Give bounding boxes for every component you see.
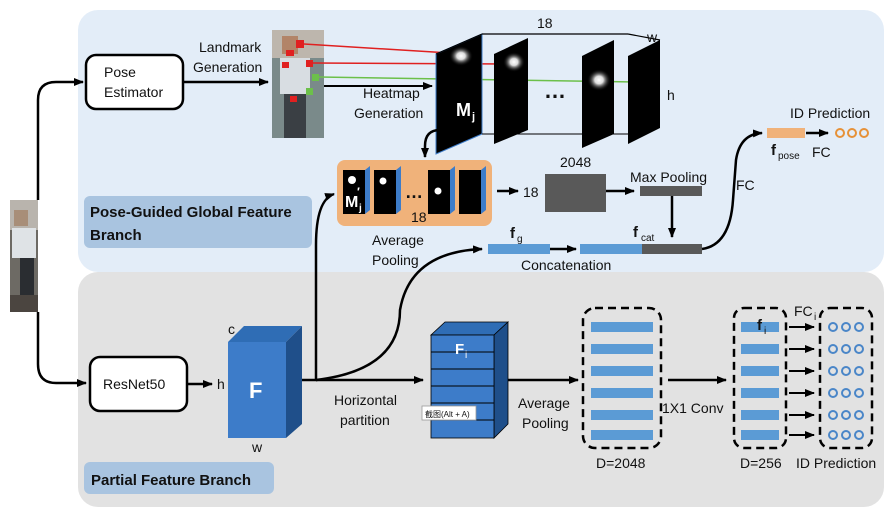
landmark-person-image <box>272 30 324 138</box>
avg-pool-bottom-1: Average <box>518 395 570 411</box>
partitioned-feature-stack <box>429 321 510 439</box>
global-branch-label-1: Pose-Guided Global Feature <box>90 204 292 221</box>
pose-estimator-label-2: Estimator <box>104 84 163 100</box>
landmark-label-1: Landmark <box>199 39 262 55</box>
fi-small-symbol: f <box>757 317 763 334</box>
fpose-sub: pose <box>778 151 800 162</box>
id-prediction-bottom: ID Prediction <box>796 455 876 471</box>
concatenation-label: Concatenation <box>521 257 611 273</box>
global-branch-label-box <box>84 196 312 248</box>
input-to-pose-arrow <box>36 78 84 200</box>
fci-arrows <box>789 323 815 439</box>
fc-after-pose: FC <box>812 144 831 160</box>
input-to-resnet-arrow <box>36 312 87 387</box>
d2048-label: D=2048 <box>596 455 646 471</box>
pooled-ellipsis: … <box>405 182 423 202</box>
pose-estimator-label-1: Pose <box>104 64 136 80</box>
tooltip-text: 截图(Alt + A) <box>425 409 470 419</box>
landmark-label-2: Generation <box>193 59 262 75</box>
vector-18: 18 <box>523 184 539 200</box>
global-branch-label-2: Branch <box>90 227 142 244</box>
fg-symbol: f <box>510 225 516 242</box>
fci-sub: i <box>814 312 816 323</box>
dim-h: h <box>217 376 225 392</box>
avg-pool-top-2: Pooling <box>372 252 419 268</box>
dim-w: w <box>251 439 263 455</box>
fi-sub: i <box>465 350 467 361</box>
d2048-group <box>581 306 663 450</box>
avg-pool-bottom-2: Pooling <box>522 415 569 431</box>
fcat-bar-dark <box>642 244 702 254</box>
fpose-symbol: f <box>771 142 777 159</box>
heatmap-sub: j <box>471 111 475 123</box>
d256-bars <box>741 322 779 440</box>
max-pooling-label: Max Pooling <box>630 169 707 185</box>
heatmap-count: 18 <box>537 15 553 31</box>
pooled-sub: j <box>358 203 362 214</box>
input-person-image <box>10 200 38 312</box>
fg-sub: g <box>517 234 523 245</box>
heatmap-stack <box>435 33 661 155</box>
fcat-symbol: f <box>633 224 639 241</box>
d256-label: D=256 <box>740 455 782 471</box>
id-prediction-circles <box>828 322 864 440</box>
horizontal-partition-1: Horizontal <box>334 392 397 408</box>
fci-label: FC <box>794 303 813 319</box>
pooled-count: 18 <box>411 209 427 225</box>
fc-label: FC <box>736 177 755 193</box>
heatmap-gen-label-2: Generation <box>354 105 423 121</box>
max-pool-bar <box>640 186 702 196</box>
screenshot-tooltip <box>421 405 477 421</box>
dim-2048: 2048 <box>560 154 591 170</box>
fcat-sub: cat <box>641 233 655 244</box>
fpose-bar <box>767 128 805 138</box>
heatmap-gen-label-1: Heatmap <box>363 85 420 101</box>
feature-map-cube <box>228 326 302 438</box>
heatmap-w: w <box>646 29 658 45</box>
pooled-heatmaps <box>343 166 486 214</box>
partial-branch-label-box <box>84 462 274 494</box>
heatmap-ellipsis: … <box>544 78 566 103</box>
resnet-label: ResNet50 <box>103 376 165 392</box>
conv-label: 1X1 Conv <box>662 400 723 416</box>
d2048-bars <box>591 322 653 440</box>
horizontal-partition-2: partition <box>340 412 390 428</box>
heatmap-h: h <box>667 87 675 103</box>
fg-bar <box>488 244 550 254</box>
partial-branch-label: Partial Feature Branch <box>91 472 251 489</box>
pooled-symbol: M <box>345 194 358 211</box>
fc-2048-block <box>545 174 606 212</box>
heatmap-symbol: M <box>456 100 471 120</box>
fcat-bar-blue <box>580 244 642 254</box>
fi-symbol: F <box>455 341 464 358</box>
id-prediction-top: ID Prediction <box>790 105 870 121</box>
feature-map-symbol: F <box>249 378 262 403</box>
dim-c: c <box>228 321 235 337</box>
pooled-prime: ′ <box>357 185 360 199</box>
fi-small-sub: i <box>764 326 766 337</box>
avg-pool-top-1: Average <box>372 232 424 248</box>
d256-group <box>732 306 788 450</box>
id-prediction-group <box>818 306 874 450</box>
